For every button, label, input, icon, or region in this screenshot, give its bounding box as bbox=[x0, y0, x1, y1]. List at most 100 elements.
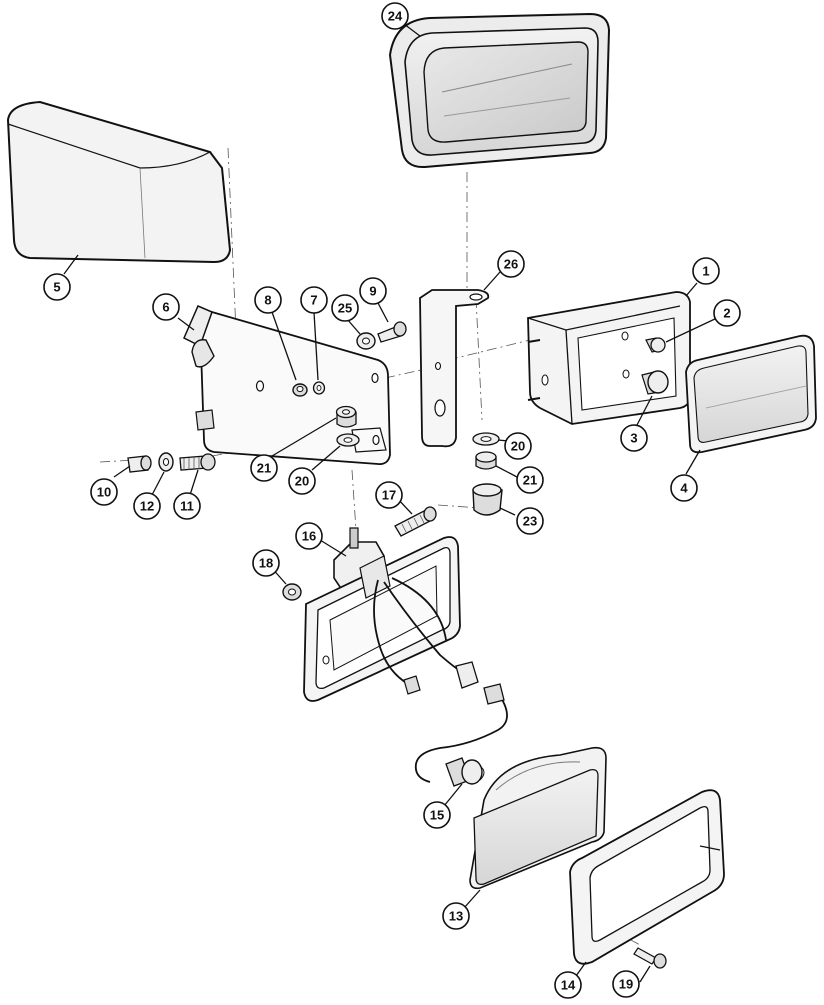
callout-circle bbox=[612, 970, 640, 998]
callout-24: 24 bbox=[381, 2, 409, 30]
callout-circle bbox=[516, 507, 544, 535]
callout-circle bbox=[504, 432, 532, 460]
leader-lines bbox=[63, 23, 718, 983]
callout-18: 18 bbox=[252, 549, 280, 577]
part-26-lamp-bracket bbox=[419, 289, 490, 448]
callout-3: 3 bbox=[620, 424, 648, 452]
callout-10: 10 bbox=[90, 478, 118, 506]
callout-circle bbox=[288, 467, 316, 495]
callout-circle bbox=[554, 971, 582, 999]
callout-19: 19 bbox=[612, 970, 640, 998]
callout-2: 2 bbox=[713, 299, 741, 327]
harness-connectors bbox=[403, 661, 505, 705]
callout-circle bbox=[173, 492, 201, 520]
callout-14: 14 bbox=[554, 971, 582, 999]
callout-circle bbox=[254, 286, 282, 314]
callout-number: 25 bbox=[338, 301, 352, 316]
callout-number: 23 bbox=[523, 514, 537, 529]
callout-number: 21 bbox=[523, 473, 537, 488]
callout-1: 1 bbox=[692, 257, 720, 285]
part-9-bolt bbox=[377, 321, 407, 343]
part-21-spacer-left bbox=[335, 405, 357, 428]
callout-number: 26 bbox=[504, 257, 518, 272]
callout-number: 12 bbox=[140, 499, 154, 514]
callout-number: 24 bbox=[388, 9, 403, 24]
callout-17: 17 bbox=[375, 481, 403, 509]
callout-circle bbox=[90, 478, 118, 506]
callout-5: 5 bbox=[43, 273, 71, 301]
callout-21b: 21 bbox=[516, 466, 544, 494]
part-17-bolt bbox=[394, 506, 437, 537]
callout-number: 3 bbox=[630, 431, 637, 446]
part-23-rubber-cap bbox=[472, 483, 503, 516]
part-4-rear-lens bbox=[685, 334, 817, 454]
callout-number: 1 bbox=[702, 264, 709, 279]
part-21-spacer-right bbox=[475, 451, 497, 470]
part-14-bezel bbox=[569, 789, 725, 965]
part-1-rear-lamp-housing bbox=[527, 291, 691, 425]
callout-number: 5 bbox=[53, 280, 60, 295]
callout-15: 15 bbox=[423, 801, 451, 829]
callout-circle bbox=[497, 250, 525, 278]
callout-circle bbox=[620, 424, 648, 452]
callout-number: 17 bbox=[382, 488, 396, 503]
callout-circle bbox=[713, 299, 741, 327]
callout-circle bbox=[250, 454, 278, 482]
callout-number: 8 bbox=[264, 293, 271, 308]
callout-20a: 20 bbox=[504, 432, 532, 460]
callout-25: 25 bbox=[331, 294, 359, 322]
callout-number: 19 bbox=[619, 977, 633, 992]
callout-circle bbox=[300, 286, 328, 314]
callout-12: 12 bbox=[133, 492, 161, 520]
callout-21a: 21 bbox=[250, 454, 278, 482]
callout-number: 11 bbox=[180, 499, 194, 514]
part-16-lamp-body bbox=[303, 527, 461, 702]
callout-number: 14 bbox=[561, 978, 576, 993]
part-19-screw bbox=[633, 947, 667, 969]
callout-circle bbox=[670, 474, 698, 502]
callout-number: 20 bbox=[295, 474, 309, 489]
part-24-upper-work-lamp bbox=[388, 12, 611, 169]
callout-circle bbox=[442, 902, 470, 930]
callout-16: 16 bbox=[295, 522, 323, 550]
callout-circle bbox=[133, 492, 161, 520]
callout-circle bbox=[375, 481, 403, 509]
callout-13: 13 bbox=[442, 902, 470, 930]
callout-circle bbox=[692, 257, 720, 285]
callout-9: 9 bbox=[359, 277, 387, 305]
callout-7: 7 bbox=[300, 286, 328, 314]
callout-number: 2 bbox=[723, 306, 730, 321]
callout-26: 26 bbox=[497, 250, 525, 278]
callout-circle bbox=[252, 549, 280, 577]
callout-number: 7 bbox=[310, 293, 317, 308]
part-20-washer-left bbox=[336, 433, 360, 447]
callout-number: 13 bbox=[449, 909, 463, 924]
part-20-washer-right bbox=[472, 432, 500, 446]
callout-number: 9 bbox=[369, 284, 376, 299]
part-15-bulb bbox=[445, 757, 485, 787]
callout-4: 4 bbox=[670, 474, 698, 502]
part-8-nut bbox=[292, 383, 308, 397]
callout-11: 11 bbox=[173, 492, 201, 520]
part-10-bolt bbox=[127, 455, 152, 473]
callout-circle bbox=[423, 801, 451, 829]
callout-circle bbox=[152, 293, 180, 321]
callout-circle bbox=[295, 522, 323, 550]
callout-circle bbox=[43, 273, 71, 301]
callout-8: 8 bbox=[254, 286, 282, 314]
callout-circle bbox=[381, 2, 409, 30]
callout-23: 23 bbox=[516, 507, 544, 535]
callout-number: 18 bbox=[259, 556, 273, 571]
part-2-bulb bbox=[645, 337, 666, 353]
callout-number: 21 bbox=[257, 461, 271, 476]
part-25-washer bbox=[356, 332, 376, 350]
part-7-washer bbox=[312, 381, 326, 395]
callout-number: 16 bbox=[302, 529, 316, 544]
callout-number: 15 bbox=[430, 808, 444, 823]
callout-circle bbox=[331, 294, 359, 322]
callout-6: 6 bbox=[152, 293, 180, 321]
callout-circle bbox=[359, 277, 387, 305]
part-18-nut bbox=[282, 583, 302, 601]
